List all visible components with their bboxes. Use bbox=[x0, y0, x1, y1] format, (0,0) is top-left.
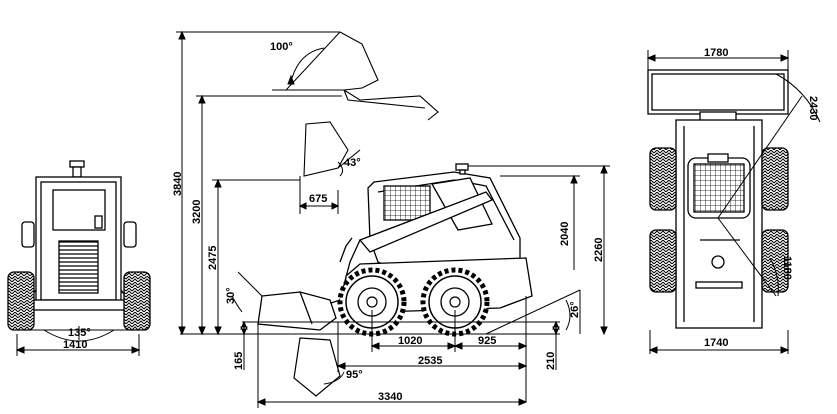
side-wheel-rear bbox=[420, 267, 490, 337]
turning-radius-outer-label: 2430 bbox=[807, 96, 819, 120]
side-bucket-dumped-low bbox=[293, 337, 341, 397]
rollback-angle-30-label: 30° bbox=[225, 287, 237, 304]
top-tires bbox=[649, 147, 789, 293]
turning-radius-inner-label: 1180 bbox=[781, 256, 793, 280]
dump-height-label: 2475 bbox=[207, 246, 219, 270]
front-ground-angle bbox=[20, 326, 140, 342]
turning-radius-lines bbox=[717, 73, 821, 297]
dump-reach-label: 675 bbox=[309, 193, 327, 205]
overall-length-label: 3340 bbox=[378, 391, 402, 403]
pin-height-label: 3200 bbox=[191, 200, 203, 224]
track-width-label: 1740 bbox=[704, 337, 728, 349]
front-tires bbox=[7, 271, 151, 331]
dump-reach-dimension-line bbox=[298, 176, 340, 214]
side-view: 100° 43° bbox=[172, 30, 610, 408]
top-machine-body bbox=[675, 119, 763, 329]
dump-angle-95-label: 95° bbox=[346, 369, 363, 381]
departure-angle-arc bbox=[565, 299, 571, 331]
ground-clearance-dimension bbox=[552, 320, 560, 370]
body-height-label: 2040 bbox=[559, 222, 571, 246]
front-width-label: 1410 bbox=[63, 339, 87, 351]
rollback-angle-43 bbox=[337, 161, 344, 177]
cab-height-label: 2260 bbox=[593, 238, 605, 262]
dump-angle-95-arc bbox=[323, 371, 345, 385]
front-ground-angle-label: 135° bbox=[68, 327, 91, 339]
vertical-dimension-lines-right bbox=[468, 164, 610, 336]
rollback-angle-43-label: 43° bbox=[344, 157, 361, 169]
raised-bucket-ghost bbox=[303, 31, 439, 177]
bucket-below-ground-label: 165 bbox=[233, 352, 245, 370]
rear-overhang-label: 925 bbox=[478, 335, 496, 347]
top-width-dimension-lines bbox=[646, 50, 790, 354]
departure-angle-label: 26° bbox=[569, 301, 581, 318]
rollback-angle-30-arc bbox=[231, 295, 243, 313]
bucket-below-ground-dimension bbox=[240, 320, 248, 370]
front-width-dimension-line bbox=[15, 334, 141, 356]
top-view: 2430 1180 1780 1740 bbox=[646, 47, 821, 354]
side-wheel-front bbox=[337, 267, 407, 337]
front-view: 135° 1410 bbox=[7, 160, 151, 356]
side-bucket-ground bbox=[257, 291, 337, 331]
length-no-bucket-label: 2535 bbox=[418, 355, 442, 367]
horizontal-dimension-lines bbox=[256, 296, 528, 408]
front-machine-outline bbox=[21, 160, 137, 311]
dump-angle-100 bbox=[272, 31, 344, 91]
bucket-width-label: 1780 bbox=[704, 47, 728, 59]
dump-angle-100-label: 100° bbox=[270, 41, 293, 53]
ground-reference-lines bbox=[180, 271, 581, 335]
ground-clearance-label: 210 bbox=[545, 352, 557, 370]
max-height-label: 3840 bbox=[172, 172, 184, 196]
wheelbase-label: 1020 bbox=[398, 335, 422, 347]
vertical-dimension-lines-left bbox=[176, 30, 342, 336]
